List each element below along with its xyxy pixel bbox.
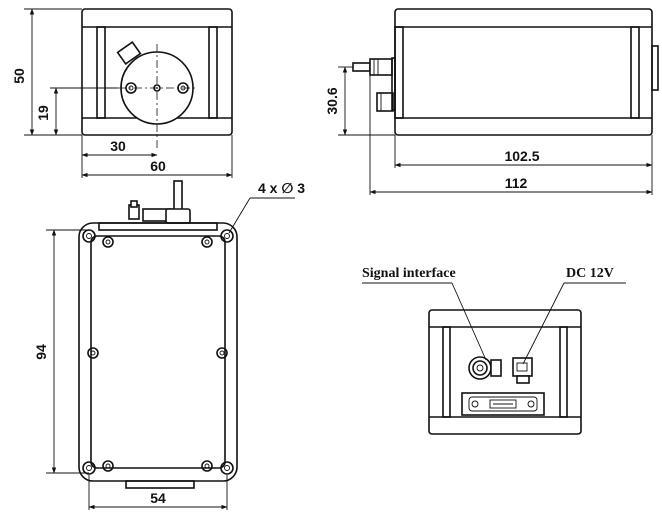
dim-front-width: 60 <box>150 158 166 174</box>
dim-side-total-length: 112 <box>505 175 528 191</box>
dim-front-height: 50 <box>11 68 27 84</box>
top-view: 4 x ∅ 3 94 54 <box>33 180 305 510</box>
rear-view: Signal interface DC 12V <box>362 266 626 435</box>
front-view: 50 19 30 60 <box>11 8 233 178</box>
dim-top-width: 54 <box>150 490 166 506</box>
label-signal-interface: Signal interface <box>362 266 456 281</box>
dim-side-body-length: 102.5 <box>504 148 539 164</box>
dim-front-hole-height: 19 <box>35 105 51 121</box>
dsub-connector <box>461 392 545 416</box>
top-view-holes <box>82 229 234 475</box>
dc-power-connector <box>512 357 533 384</box>
label-dc-power: DC 12V <box>566 266 614 281</box>
dim-front-hole-offset: 30 <box>110 138 126 154</box>
signal-interface-connector <box>468 356 502 380</box>
dim-side-connector-height: 30.6 <box>324 87 340 114</box>
dim-top-length: 94 <box>33 344 49 360</box>
side-view: 30.6 102.5 112 <box>324 8 659 195</box>
dim-mounting-holes: 4 x ∅ 3 <box>258 180 305 196</box>
